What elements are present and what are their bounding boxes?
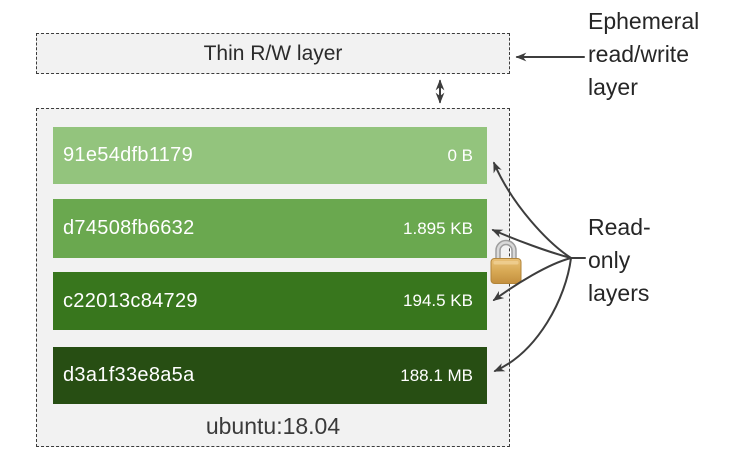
image-tag-label: ubuntu:18.04 bbox=[205, 413, 341, 439]
thin-rw-layer-label: Thin R/W layer bbox=[203, 41, 343, 65]
lock-icon bbox=[490, 239, 522, 284]
layer-size: 194.5 KB bbox=[403, 291, 473, 310]
ephemeral-layer-annotation: Ephemeral read/write layer bbox=[588, 5, 738, 104]
image-layers-box: 91e54dfb1179 0 B d74508fb6632 1.895 KB c… bbox=[36, 108, 510, 447]
thin-rw-layer-box: Thin R/W layer bbox=[36, 33, 510, 74]
annotation-line: Ephemeral bbox=[588, 8, 700, 34]
layer-id: d3a1f33e8a5a bbox=[63, 364, 195, 386]
readonly-layers-annotation: Read- only layers bbox=[588, 211, 738, 310]
annotation-line: only bbox=[588, 247, 631, 273]
layer-id: 91e54dfb1179 bbox=[63, 144, 194, 166]
layer-id: c22013c84729 bbox=[63, 289, 198, 312]
layer-size: 0 B bbox=[447, 145, 473, 165]
image-layer-row: d3a1f33e8a5a 188.1 MB bbox=[53, 347, 487, 404]
image-layer-row: 91e54dfb1179 0 B bbox=[53, 127, 487, 184]
layer-size: 1.895 KB bbox=[403, 218, 473, 238]
annotation-line: read/write bbox=[588, 41, 689, 67]
annotation-line: Read- bbox=[588, 214, 651, 240]
layer-size: 188.1 MB bbox=[400, 365, 473, 385]
annotation-line: layer bbox=[588, 74, 638, 100]
image-layer-row: d74508fb6632 1.895 KB bbox=[53, 199, 487, 258]
annotation-line: layers bbox=[588, 280, 650, 306]
image-layer-row: c22013c84729 194.5 KB bbox=[53, 272, 487, 330]
layer-id: d74508fb6632 bbox=[63, 217, 195, 239]
